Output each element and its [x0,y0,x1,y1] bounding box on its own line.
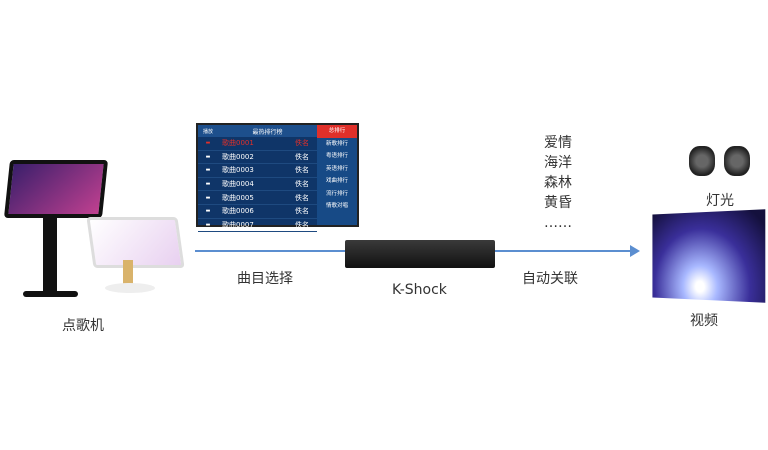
song-artist: 佚名 [295,180,309,189]
song-artist: 佚名 [295,220,309,229]
play-icon: ▬ [205,140,211,147]
tag-item: 森林 [544,175,572,191]
song-name: 歌曲0003 [222,166,254,175]
play-icon: ▬ [205,167,211,174]
stage-light-icon [689,146,715,176]
category-tab[interactable]: 戏曲排行 [325,178,348,184]
tag-item: 黄昏 [544,195,572,211]
category-tab[interactable]: 情歌对唱 [325,203,348,209]
category-tab[interactable]: 流行排行 [325,190,348,197]
video-label: 视频 [690,313,718,329]
category-tab[interactable]: 总排行 [317,125,357,138]
light-label: 灯光 [706,193,734,209]
song-artist: 佚名 [295,139,309,148]
arrow-head-right [630,245,640,257]
song-artist: 佚名 [295,193,309,202]
kiosk-label: 点歌机 [62,318,104,334]
song-name: 歌曲0007 [222,220,254,229]
arrow-left [195,250,345,252]
play-icon: ▬ [205,194,211,201]
tag-item: 海洋 [544,155,572,171]
song-name: 歌曲0005 [222,193,254,202]
screen-header-left: 播放 [202,128,213,135]
song-name: 歌曲0004 [222,180,254,189]
screen-header-title: 最热排行榜 [252,128,283,136]
song-row[interactable]: ▬ 歌曲0006 佚名 [198,205,317,219]
arrow-right [495,250,630,252]
play-icon: ▬ [205,221,211,228]
song-row[interactable]: ▬ 歌曲0002 佚名 [198,151,317,165]
song-name: 歌曲0001 [222,139,254,148]
kshock-label: K-Shock [392,282,447,298]
stage-light-icon [724,146,750,176]
song-row[interactable]: ▬ 歌曲0001 佚名 [198,137,317,151]
kiosk-device-illustration [3,155,185,300]
tag-item: 爱情 [544,135,572,151]
category-tab[interactable]: 新歌排行 [325,140,348,147]
play-icon: ▬ [205,153,211,160]
kshock-device [345,240,495,268]
auto-link-label: 自动关联 [522,271,578,287]
song-name: 歌曲0002 [222,152,254,161]
song-row[interactable]: ▬ 歌曲0005 佚名 [198,191,317,205]
song-row[interactable]: ▬ 歌曲0003 佚名 [198,164,317,178]
category-tab[interactable]: 粤语排行 [325,153,348,159]
song-artist: 佚名 [295,207,309,216]
song-select-label: 曲目选择 [237,271,293,287]
song-name: 歌曲0006 [222,207,254,216]
song-row[interactable]: ▬ 歌曲0004 佚名 [198,178,317,192]
video-wall [652,209,766,303]
category-tab[interactable]: 英语排行 [325,165,348,172]
song-list-screen: 播放 最热排行榜 ▬ 歌曲0001 佚名 ▬ 歌曲0002 佚名 ▬ 歌曲0003 佚名 ▬ 歌曲00… [196,123,359,233]
song-artist: 佚名 [295,166,309,175]
song-row[interactable]: ▬ 歌曲0007 佚名 [198,219,317,233]
play-icon: ▬ [205,208,211,215]
tag-item: …… [544,215,572,231]
play-icon: ▬ [205,181,211,188]
song-artist: 佚名 [295,152,309,161]
